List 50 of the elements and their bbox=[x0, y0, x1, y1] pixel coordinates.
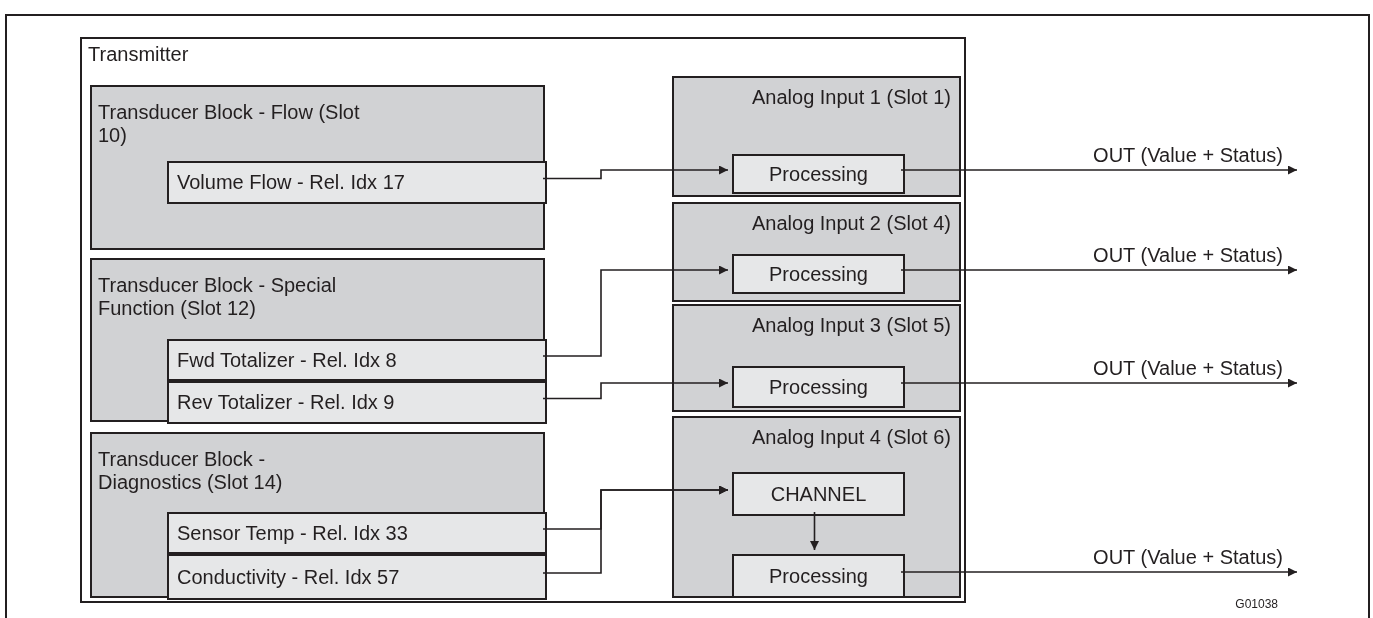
block-title: Transducer Block - Flow (Slot 10) bbox=[98, 101, 361, 147]
box-label: Fwd Totalizer - Rel. Idx 8 bbox=[177, 348, 397, 372]
arrow bbox=[542, 485, 729, 574]
block-title: Analog Input 3 (Slot 5) bbox=[752, 314, 951, 337]
arrow bbox=[542, 378, 729, 400]
process-box bbox=[732, 154, 905, 194]
parameter-box bbox=[167, 554, 547, 600]
arrow bbox=[810, 511, 819, 551]
edge-label: OUT (Value + Status) bbox=[1093, 244, 1283, 266]
parameter-box bbox=[167, 381, 547, 424]
arrow bbox=[542, 165, 729, 180]
parameter-box bbox=[167, 512, 547, 554]
process-box bbox=[732, 472, 905, 516]
box-label: Rev Totalizer - Rel. Idx 9 bbox=[177, 391, 395, 414]
box-label: Processing bbox=[769, 262, 868, 286]
block-title: Analog Input 4 (Slot 6) bbox=[752, 426, 951, 449]
block-panel bbox=[672, 202, 961, 302]
box-label: Conductivity - Rel. Idx 57 bbox=[177, 565, 400, 589]
block-title: Transducer Block - Special Function (Slot 12) bbox=[98, 274, 338, 320]
box-label: Processing bbox=[769, 375, 868, 399]
block-panel bbox=[90, 258, 545, 422]
arrow bbox=[542, 265, 729, 357]
box-label: Processing bbox=[769, 162, 868, 186]
block-title: Analog Input 2 (Slot 4) bbox=[752, 212, 951, 235]
figure-code: G01038 bbox=[1235, 597, 1278, 611]
edge-label: OUT (Value + Status) bbox=[1093, 357, 1283, 379]
device-frame bbox=[80, 37, 966, 603]
edge-label: OUT (Value + Status) bbox=[1093, 144, 1283, 166]
process-box bbox=[732, 254, 905, 294]
process-box bbox=[732, 554, 905, 598]
block-panel bbox=[90, 85, 545, 250]
box-label: Sensor Temp - Rel. Idx 33 bbox=[177, 521, 408, 545]
block-title: Analog Input 1 (Slot 1) bbox=[752, 86, 951, 109]
block-panel bbox=[672, 416, 961, 598]
edge-label: OUT (Value + Status) bbox=[1093, 546, 1283, 568]
box-label: Volume Flow - Rel. Idx 17 bbox=[177, 171, 405, 194]
arrow bbox=[900, 165, 1298, 175]
box-label: CHANNEL bbox=[770, 482, 867, 506]
parameter-box bbox=[167, 161, 547, 204]
block-panel bbox=[672, 76, 961, 197]
block-title: Transducer Block - Diagnostics (Slot 14) bbox=[98, 448, 284, 494]
arrow bbox=[900, 378, 1298, 388]
arrow bbox=[900, 265, 1298, 275]
block-panel bbox=[672, 304, 961, 412]
parameter-box bbox=[167, 339, 547, 381]
arrow bbox=[900, 567, 1298, 577]
box-label: Processing bbox=[769, 564, 868, 588]
block-panel bbox=[90, 432, 545, 598]
block-title: Transmitter bbox=[88, 43, 189, 66]
process-box bbox=[732, 366, 905, 408]
